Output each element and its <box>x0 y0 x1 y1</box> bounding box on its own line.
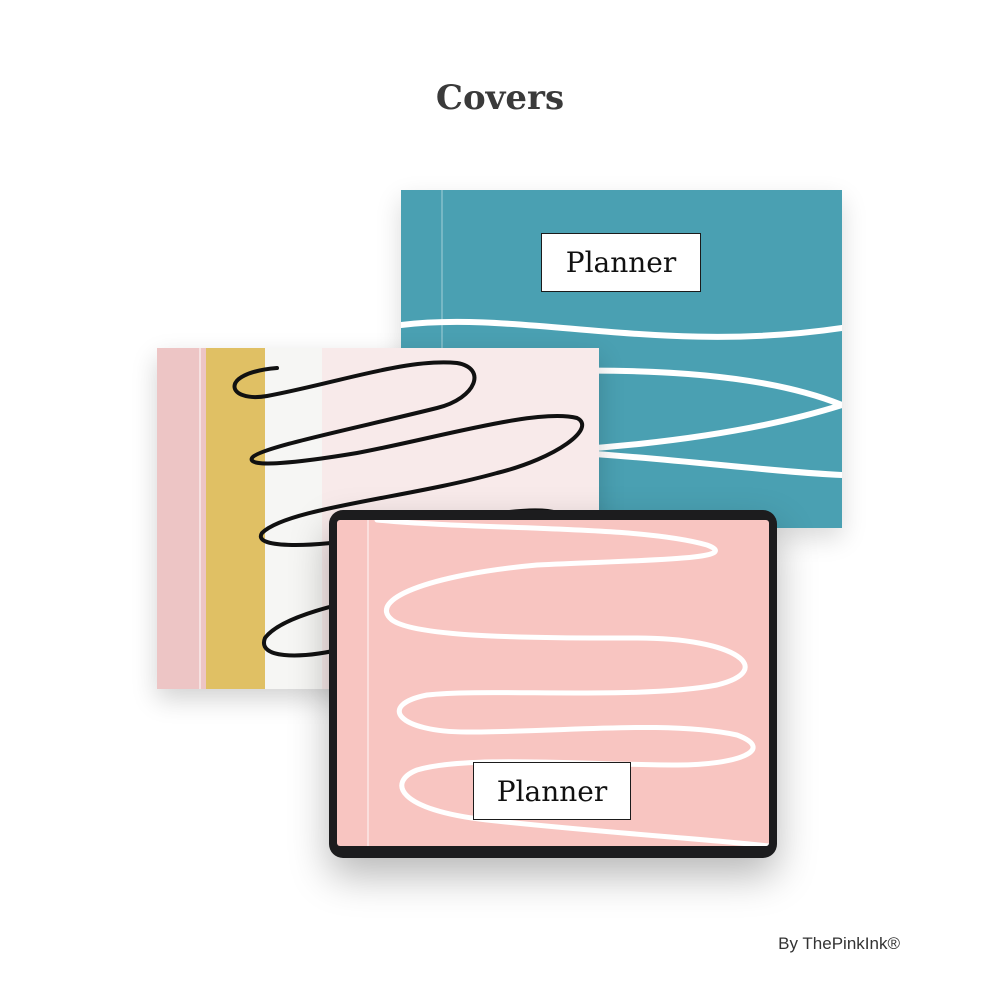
page-title: Covers <box>435 78 565 118</box>
pink-band <box>157 348 206 689</box>
teal-cover-label: Planner <box>541 233 701 292</box>
tablet-cover-scribble <box>374 520 769 846</box>
pink-cover-spine <box>199 348 201 689</box>
credit-text: By ThePinkInk® <box>778 934 900 953</box>
mustard-band <box>206 348 265 689</box>
tablet-cover-spine <box>367 520 369 846</box>
tablet-screen: Planner <box>337 520 769 846</box>
tablet-device[interactable]: Planner <box>329 510 777 858</box>
tablet-cover-label: Planner <box>473 762 631 820</box>
